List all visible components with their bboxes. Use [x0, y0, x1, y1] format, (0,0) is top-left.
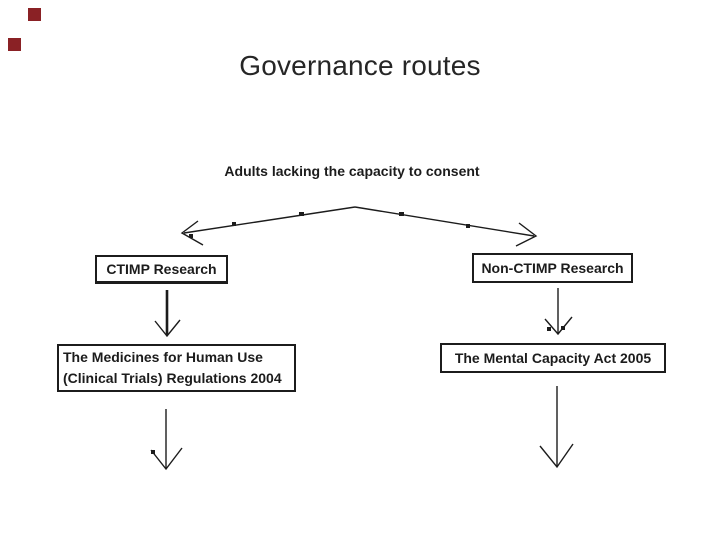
- arrow-ctimp-to-medicines: [154, 290, 181, 338]
- decor-square-top: [28, 8, 41, 21]
- medicines-line-2: (Clinical Trials) Regulations 2004: [63, 370, 282, 386]
- medicines-line-1: The Medicines for Human Use: [63, 349, 263, 365]
- decor-square-left: [8, 38, 21, 51]
- branch-arrow-left: [180, 206, 356, 246]
- branch-arrow-right: [354, 206, 538, 247]
- arrow-nonctimp-to-mca: [544, 288, 573, 336]
- node-ctimp-research: CTIMP Research: [95, 255, 228, 284]
- node-mental-capacity-act: The Mental Capacity Act 2005: [440, 343, 666, 373]
- node-non-ctimp-research: Non-CTIMP Research: [472, 253, 633, 283]
- root-node-label: Adults lacking the capacity to consent: [224, 163, 480, 179]
- slide-title: Governance routes: [239, 50, 481, 81]
- node-medicines-regulations: The Medicines for Human Use (Clinical Tr…: [57, 344, 296, 392]
- arrow-mca-down: [539, 386, 574, 469]
- arrow-medicines-down: [150, 409, 183, 471]
